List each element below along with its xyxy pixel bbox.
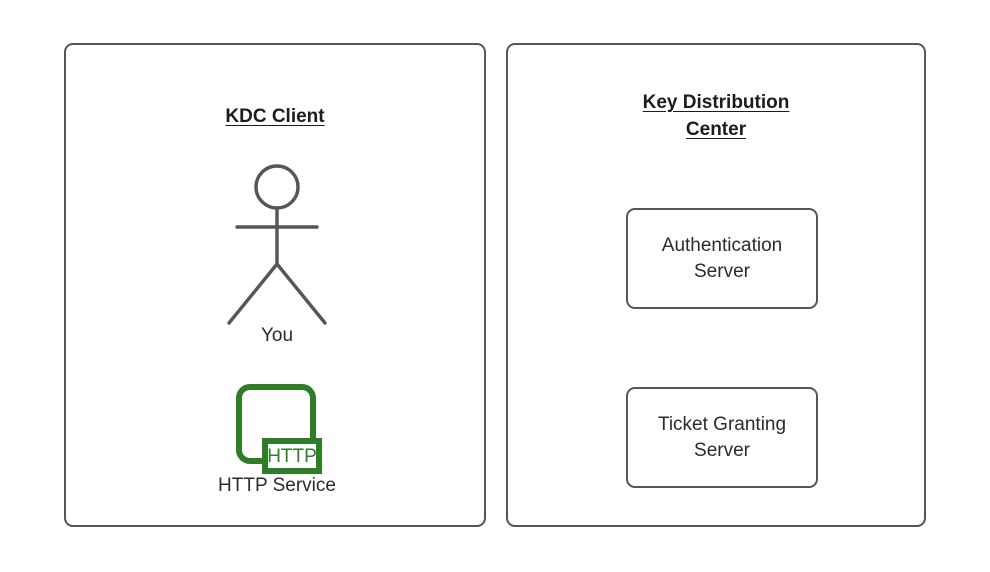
http-badge-text: HTTP [267, 446, 317, 467]
kdc-title-line2: Center [685, 119, 747, 140]
service-label-http: HTTP Service [218, 475, 336, 496]
http-badge-box [262, 438, 322, 474]
kdc-client-title-line1: KDC Client [225, 106, 325, 127]
authentication-server-label-line1: Authentication [661, 234, 783, 256]
ticket-granting-server-label-line2: Server [694, 439, 750, 461]
kdc-title-line1: Key Distribution [642, 92, 790, 113]
kdc-client-panel: KDC Client You HTTP HTTP Service [64, 43, 486, 527]
stick-figure-right-leg [275, 262, 327, 325]
stick-figure-head [254, 164, 300, 210]
kdc-client-title: KDC Client [66, 103, 484, 130]
stick-figure-icon [227, 164, 327, 325]
authentication-server-label-line2: Server [694, 260, 750, 282]
actor-label-you: You [260, 325, 294, 346]
stick-figure-left-leg [227, 262, 279, 325]
http-service-icon: HTTP [236, 384, 322, 474]
ticket-granting-server-label-line1: Ticket Granting [657, 413, 787, 435]
